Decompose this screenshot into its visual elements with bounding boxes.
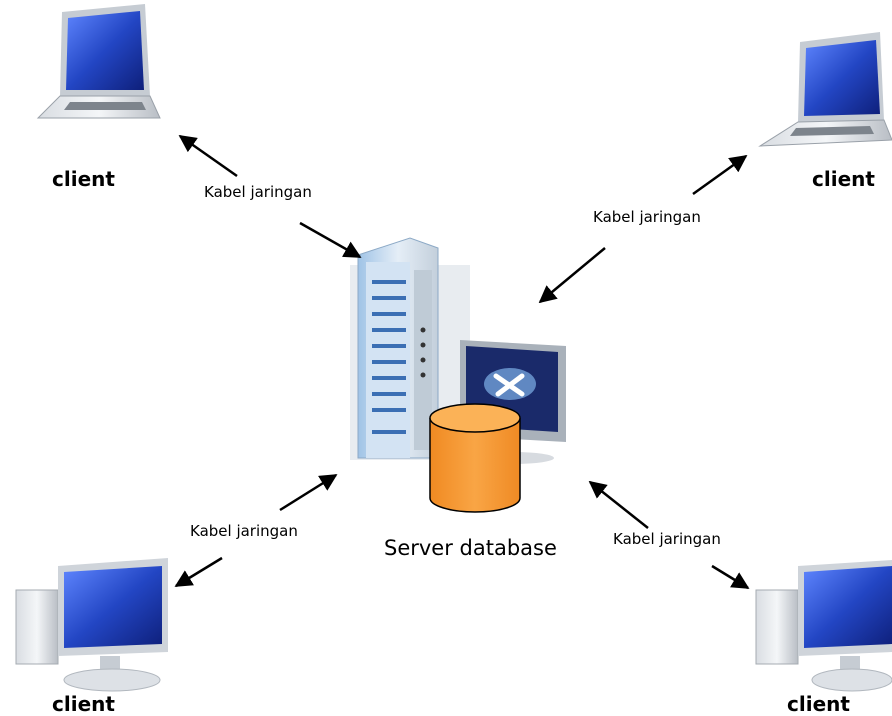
cable-arrow <box>588 480 649 529</box>
desktop-computer-icon <box>755 560 892 692</box>
client-label-top-left: client <box>52 167 115 191</box>
server-database-label: Server database <box>384 536 557 560</box>
laptop-icon <box>758 32 892 147</box>
cable-arrow <box>174 556 223 588</box>
cable-arrow <box>299 221 362 259</box>
client-label-top-right: client <box>812 167 875 191</box>
cable-arrow <box>178 134 238 178</box>
cable-arrow <box>538 247 606 304</box>
server-icon <box>350 237 470 460</box>
cable-label-top-left: Kabel jaringan <box>204 183 312 201</box>
laptop-icon <box>36 4 161 119</box>
cable-arrow <box>692 154 748 196</box>
cable-arrow <box>711 564 750 590</box>
cable-label-top-right: Kabel jaringan <box>593 208 701 226</box>
cable-label-bottom-left: Kabel jaringan <box>190 522 298 540</box>
desktop-computer-icon <box>15 558 168 692</box>
database-icon <box>429 403 521 513</box>
cable-label-bottom-right: Kabel jaringan <box>613 530 721 548</box>
client-label-bottom-left: client <box>52 692 115 716</box>
cable-arrow <box>279 473 338 512</box>
client-label-bottom-right: client <box>787 692 850 716</box>
